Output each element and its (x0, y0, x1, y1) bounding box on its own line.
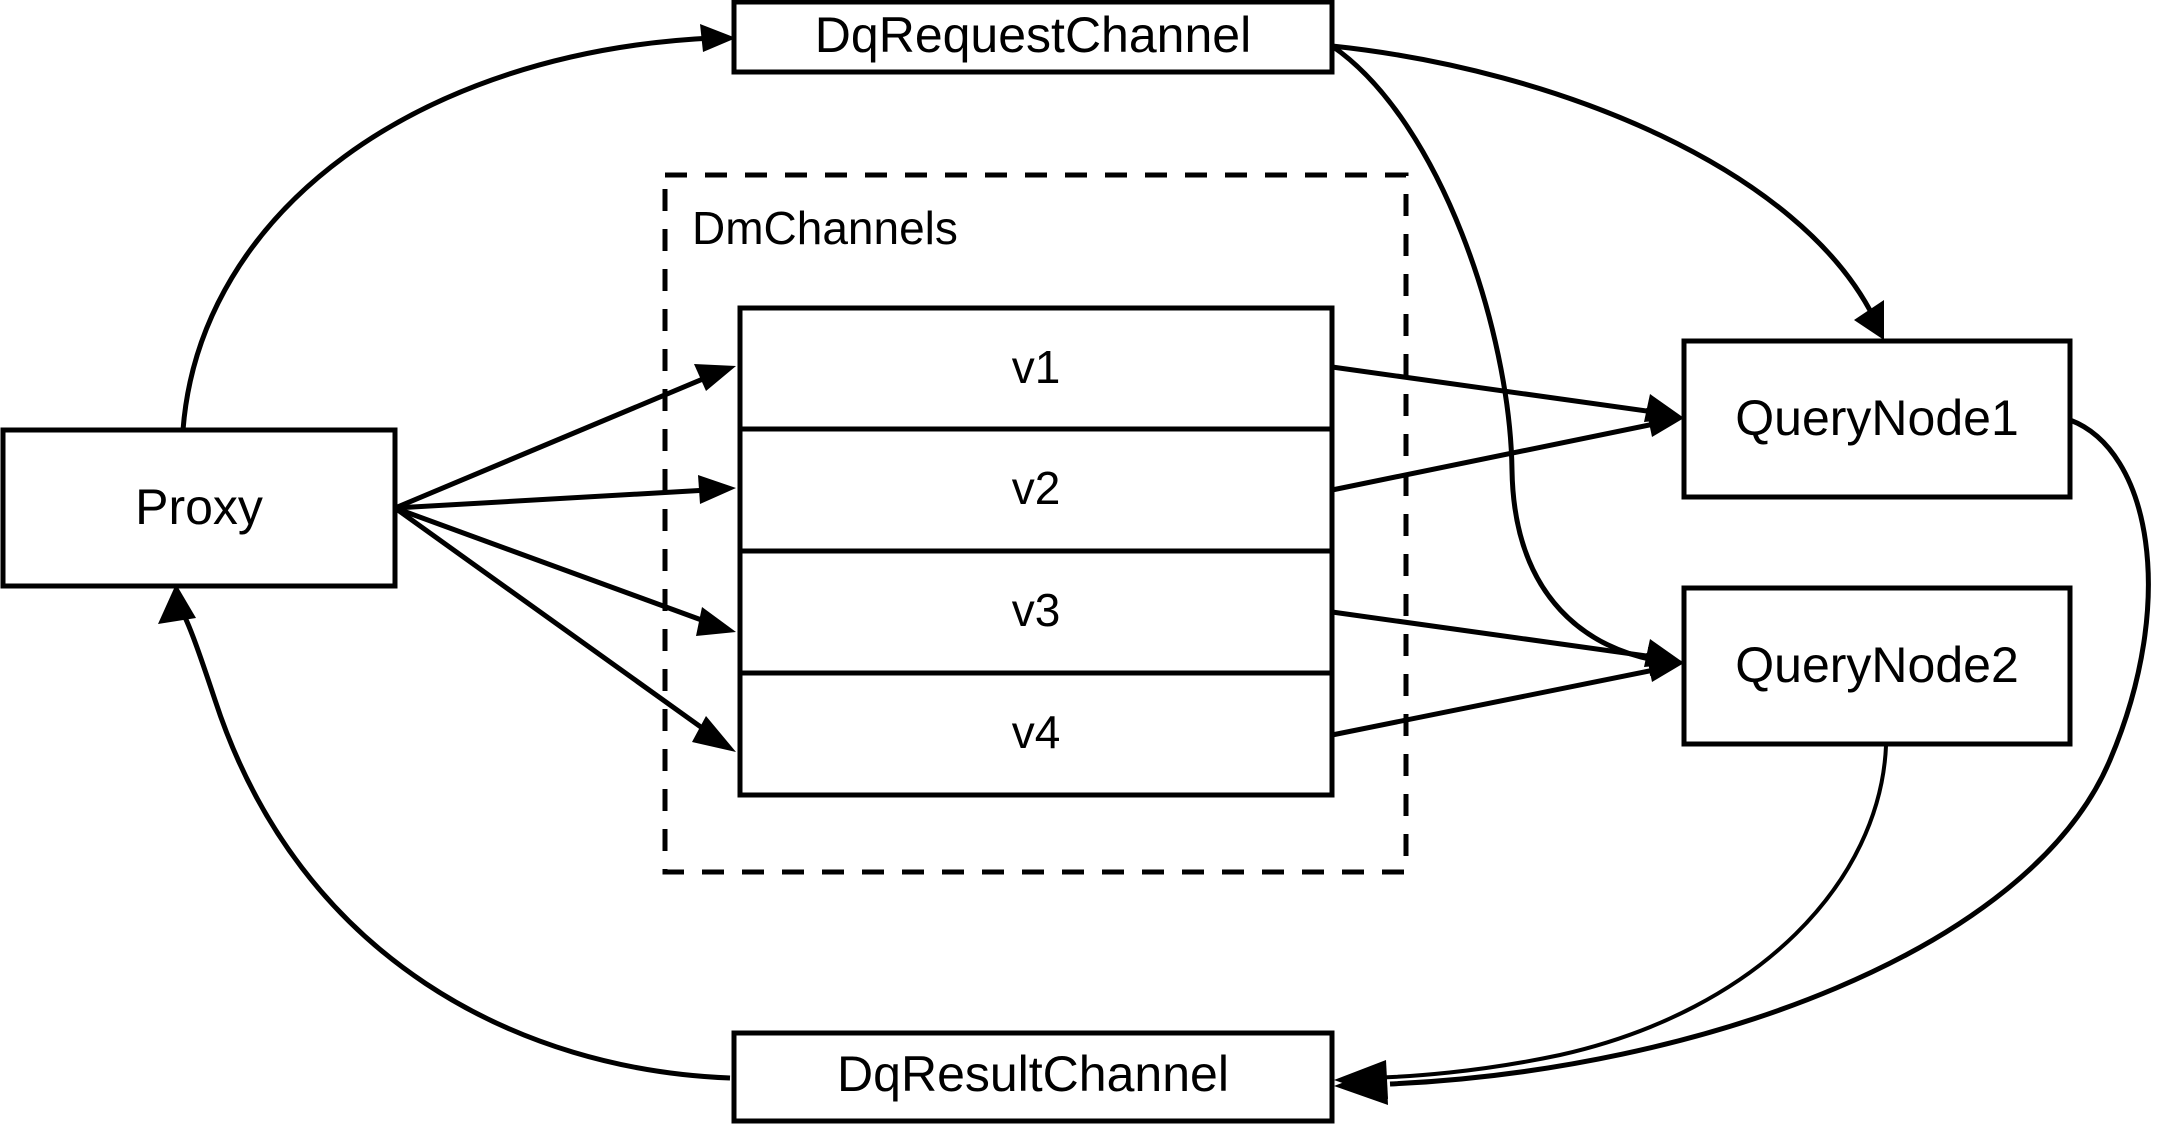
edge-proxy-to-v1 (394, 364, 736, 511)
edge-proxy-to-v4 (393, 505, 736, 752)
channel-row-label-v4: v4 (1012, 706, 1061, 758)
node-query-node-2[interactable]: QueryNode2 (1681, 585, 2073, 747)
query-node-1-box (1681, 338, 2073, 500)
edge-dqrequestchannel-to-querynode1 (1331, 43, 1884, 340)
dmchannels-group: DmChannels (662, 172, 1409, 875)
dmchannels-dashed-border (662, 172, 1409, 875)
edge-proxy-to-dqrequestchannel (180, 24, 736, 431)
table-row[interactable]: v4 (1012, 706, 1061, 758)
node-dq-result-channel[interactable]: DqResultChannel (731, 1030, 1335, 1124)
channel-row-label-v3: v3 (1012, 584, 1061, 636)
proxy-label: Proxy (135, 479, 263, 535)
channel-row-label-v2: v2 (1012, 462, 1061, 514)
table-row[interactable]: v2 (1012, 462, 1061, 514)
query-node-2-box (1681, 585, 2073, 747)
query-node-1-label: QueryNode1 (1735, 390, 2019, 446)
node-proxy[interactable]: Proxy (0, 427, 398, 589)
dq-request-channel-box (731, 0, 1335, 75)
edge-v3-to-querynode2 (1331, 609, 1684, 667)
edge-proxy-to-v2 (394, 475, 736, 511)
node-query-node-1[interactable]: QueryNode1 (1681, 338, 2073, 500)
query-node-2-label: QueryNode2 (1735, 637, 2019, 693)
table-row[interactable]: v1 (1012, 341, 1061, 393)
edge-querynode2-to-dqresultchannel (1334, 745, 1888, 1099)
channel-row-label-v1: v1 (1012, 341, 1061, 393)
dmchannels-table: v1 v2 v3 v4 (737, 305, 1335, 798)
dq-request-channel-label: DqRequestChannel (815, 7, 1251, 63)
proxy-box (0, 427, 398, 589)
table-row[interactable]: v3 (1012, 584, 1061, 636)
edge-dqrequestchannel-to-querynode2 (1330, 43, 1684, 676)
edge-dqresultchannel-to-proxy (158, 584, 731, 1081)
node-dq-request-channel[interactable]: DqRequestChannel (731, 0, 1335, 75)
edge-querynode1-to-dqresultchannel (1334, 417, 2151, 1105)
edge-proxy-to-v3 (394, 505, 736, 636)
edge-v4-to-querynode2 (1331, 653, 1684, 738)
edge-v2-to-querynode1 (1331, 408, 1684, 493)
dq-result-channel-label: DqResultChannel (837, 1046, 1229, 1102)
dmchannels-label: DmChannels (692, 202, 958, 254)
dq-result-channel-box (731, 1030, 1335, 1124)
